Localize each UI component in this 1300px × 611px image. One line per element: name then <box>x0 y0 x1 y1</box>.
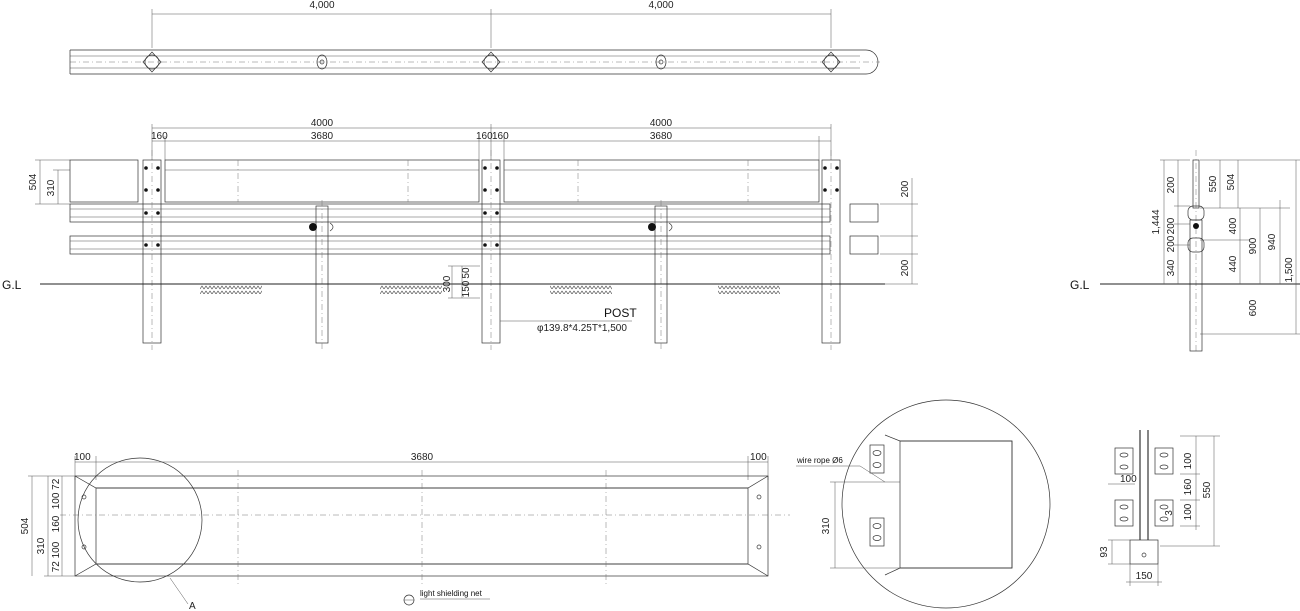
section-view: G.L 1,444 200 200 200 340 550 504 400 44… <box>1070 150 1300 352</box>
bracket-100c-label: 100 <box>1120 474 1137 485</box>
elev-span-left-label: 4000 <box>311 118 334 129</box>
section-1444-label: 1,444 <box>1151 209 1162 234</box>
elev-panel-left-label: 3680 <box>311 131 334 142</box>
elev-height-310-label: 310 <box>46 179 57 196</box>
elev-panel-right-label: 3680 <box>650 131 673 142</box>
soil-hatch-1 <box>200 285 262 294</box>
post-5 <box>821 150 841 350</box>
plan-post-2 <box>316 54 328 70</box>
zoom-circle <box>841 399 1051 609</box>
post-1 <box>142 150 162 350</box>
zoom-detail-view: wire rope Ø6 310 <box>796 399 1051 609</box>
elev-rail-200-top-label: 200 <box>900 180 911 197</box>
plan-span-left-label: 4,000 <box>309 0 334 11</box>
elev-embed-150-label: 150 <box>461 280 472 297</box>
section-504-label: 504 <box>1226 173 1237 190</box>
bracket-base-plate <box>1129 539 1159 565</box>
elev-span-right-label: 4000 <box>650 118 673 129</box>
section-600-label: 600 <box>1248 299 1259 316</box>
detail-callout-circle <box>77 457 203 583</box>
post-label: POST <box>604 306 637 320</box>
section-200b-label: 200 <box>1166 217 1177 234</box>
bracket-detail-view: 100 160 100 550 3 100 93 150 <box>1099 430 1220 586</box>
wire-rope-label: wire rope Ø6 <box>796 456 843 465</box>
elev-gap-c-label: 160 <box>492 131 509 142</box>
section-400-label: 400 <box>1228 217 1239 234</box>
legend-light-shielding-net: light shielding net <box>403 589 490 606</box>
section-940-label: 940 <box>1267 233 1278 250</box>
elev-gl-label: G.L <box>2 278 22 292</box>
section-440-label: 440 <box>1228 255 1239 272</box>
soil-hatch-4 <box>718 285 780 294</box>
rail-end-terminal <box>849 203 879 255</box>
plan-post-4 <box>655 54 667 70</box>
elev-gap-a-label: 160 <box>151 131 168 142</box>
elev-rail-200-bottom-label: 200 <box>900 259 911 276</box>
elev-gap-b-label: 160 <box>476 131 493 142</box>
bracket-plate-lower <box>1114 499 1174 527</box>
plan-view: 4,000 4,000 <box>69 0 880 75</box>
panel-h-72-100-label: 72 100 <box>51 541 62 572</box>
callout-a-label: A <box>189 601 196 611</box>
section-gl-label: G.L <box>1070 278 1090 292</box>
panel-h-504-label: 504 <box>20 517 31 534</box>
section-550-label: 550 <box>1208 175 1219 192</box>
post-2 <box>309 200 334 350</box>
zoom-bolt-plate-top <box>869 444 885 474</box>
panel-right-100-label: 100 <box>750 452 767 463</box>
elev-embed-300-label: 300 <box>442 275 453 292</box>
elev-embed-50-label: 50 <box>461 267 472 279</box>
section-200c-label: 200 <box>1166 235 1177 252</box>
net-panel-right <box>503 159 820 203</box>
legend-label: light shielding net <box>420 589 483 598</box>
panel-h-100-72-label: 100 72 <box>51 478 62 509</box>
guard-rail-upper <box>69 203 831 223</box>
elevation-view: 4000 4000 3680 3680 160 160 160 504 310 <box>2 118 918 350</box>
section-340-label: 340 <box>1166 259 1177 276</box>
bracket-100b-label: 100 <box>1183 503 1194 520</box>
post-3 <box>481 150 501 350</box>
plan-post-1 <box>142 51 162 73</box>
soil-hatch-2 <box>380 285 442 294</box>
zoom-bolt-plate-bottom <box>869 517 885 547</box>
post-4 <box>648 200 673 350</box>
panel-left-100-label: 100 <box>74 452 91 463</box>
panel-detail-view: 100 3680 100 A 504 100 72 160 310 72 100 <box>20 452 790 611</box>
bracket-550-label: 550 <box>1202 481 1213 498</box>
elev-height-504-label: 504 <box>28 173 39 190</box>
panel-h-160-label: 160 <box>51 515 62 532</box>
bracket-160-label: 160 <box>1183 478 1194 495</box>
net-panel-left <box>69 159 480 203</box>
plan-span-right-label: 4,000 <box>648 0 673 11</box>
bracket-plate-upper <box>1114 447 1174 475</box>
bracket-3-label: 3 <box>1164 510 1175 516</box>
panel-h-310-label: 310 <box>36 537 47 554</box>
section-1500-label: 1,500 <box>1284 257 1295 282</box>
soil-hatch-3 <box>550 285 612 294</box>
guard-rail-lower <box>69 235 831 255</box>
bracket-93-label: 93 <box>1099 546 1110 558</box>
plan-post-3 <box>481 51 501 73</box>
panel-3680-label: 3680 <box>411 452 434 463</box>
post-spec-label: φ139.8*4.25T*1,500 <box>537 323 627 334</box>
plan-post-5 <box>821 51 841 73</box>
bracket-100a-label: 100 <box>1183 452 1194 469</box>
bracket-150-label: 150 <box>1136 571 1153 582</box>
zoom-310-label: 310 <box>821 517 832 534</box>
section-900-label: 900 <box>1248 237 1259 254</box>
panel-frame <box>60 470 790 584</box>
section-200a-label: 200 <box>1166 176 1177 193</box>
